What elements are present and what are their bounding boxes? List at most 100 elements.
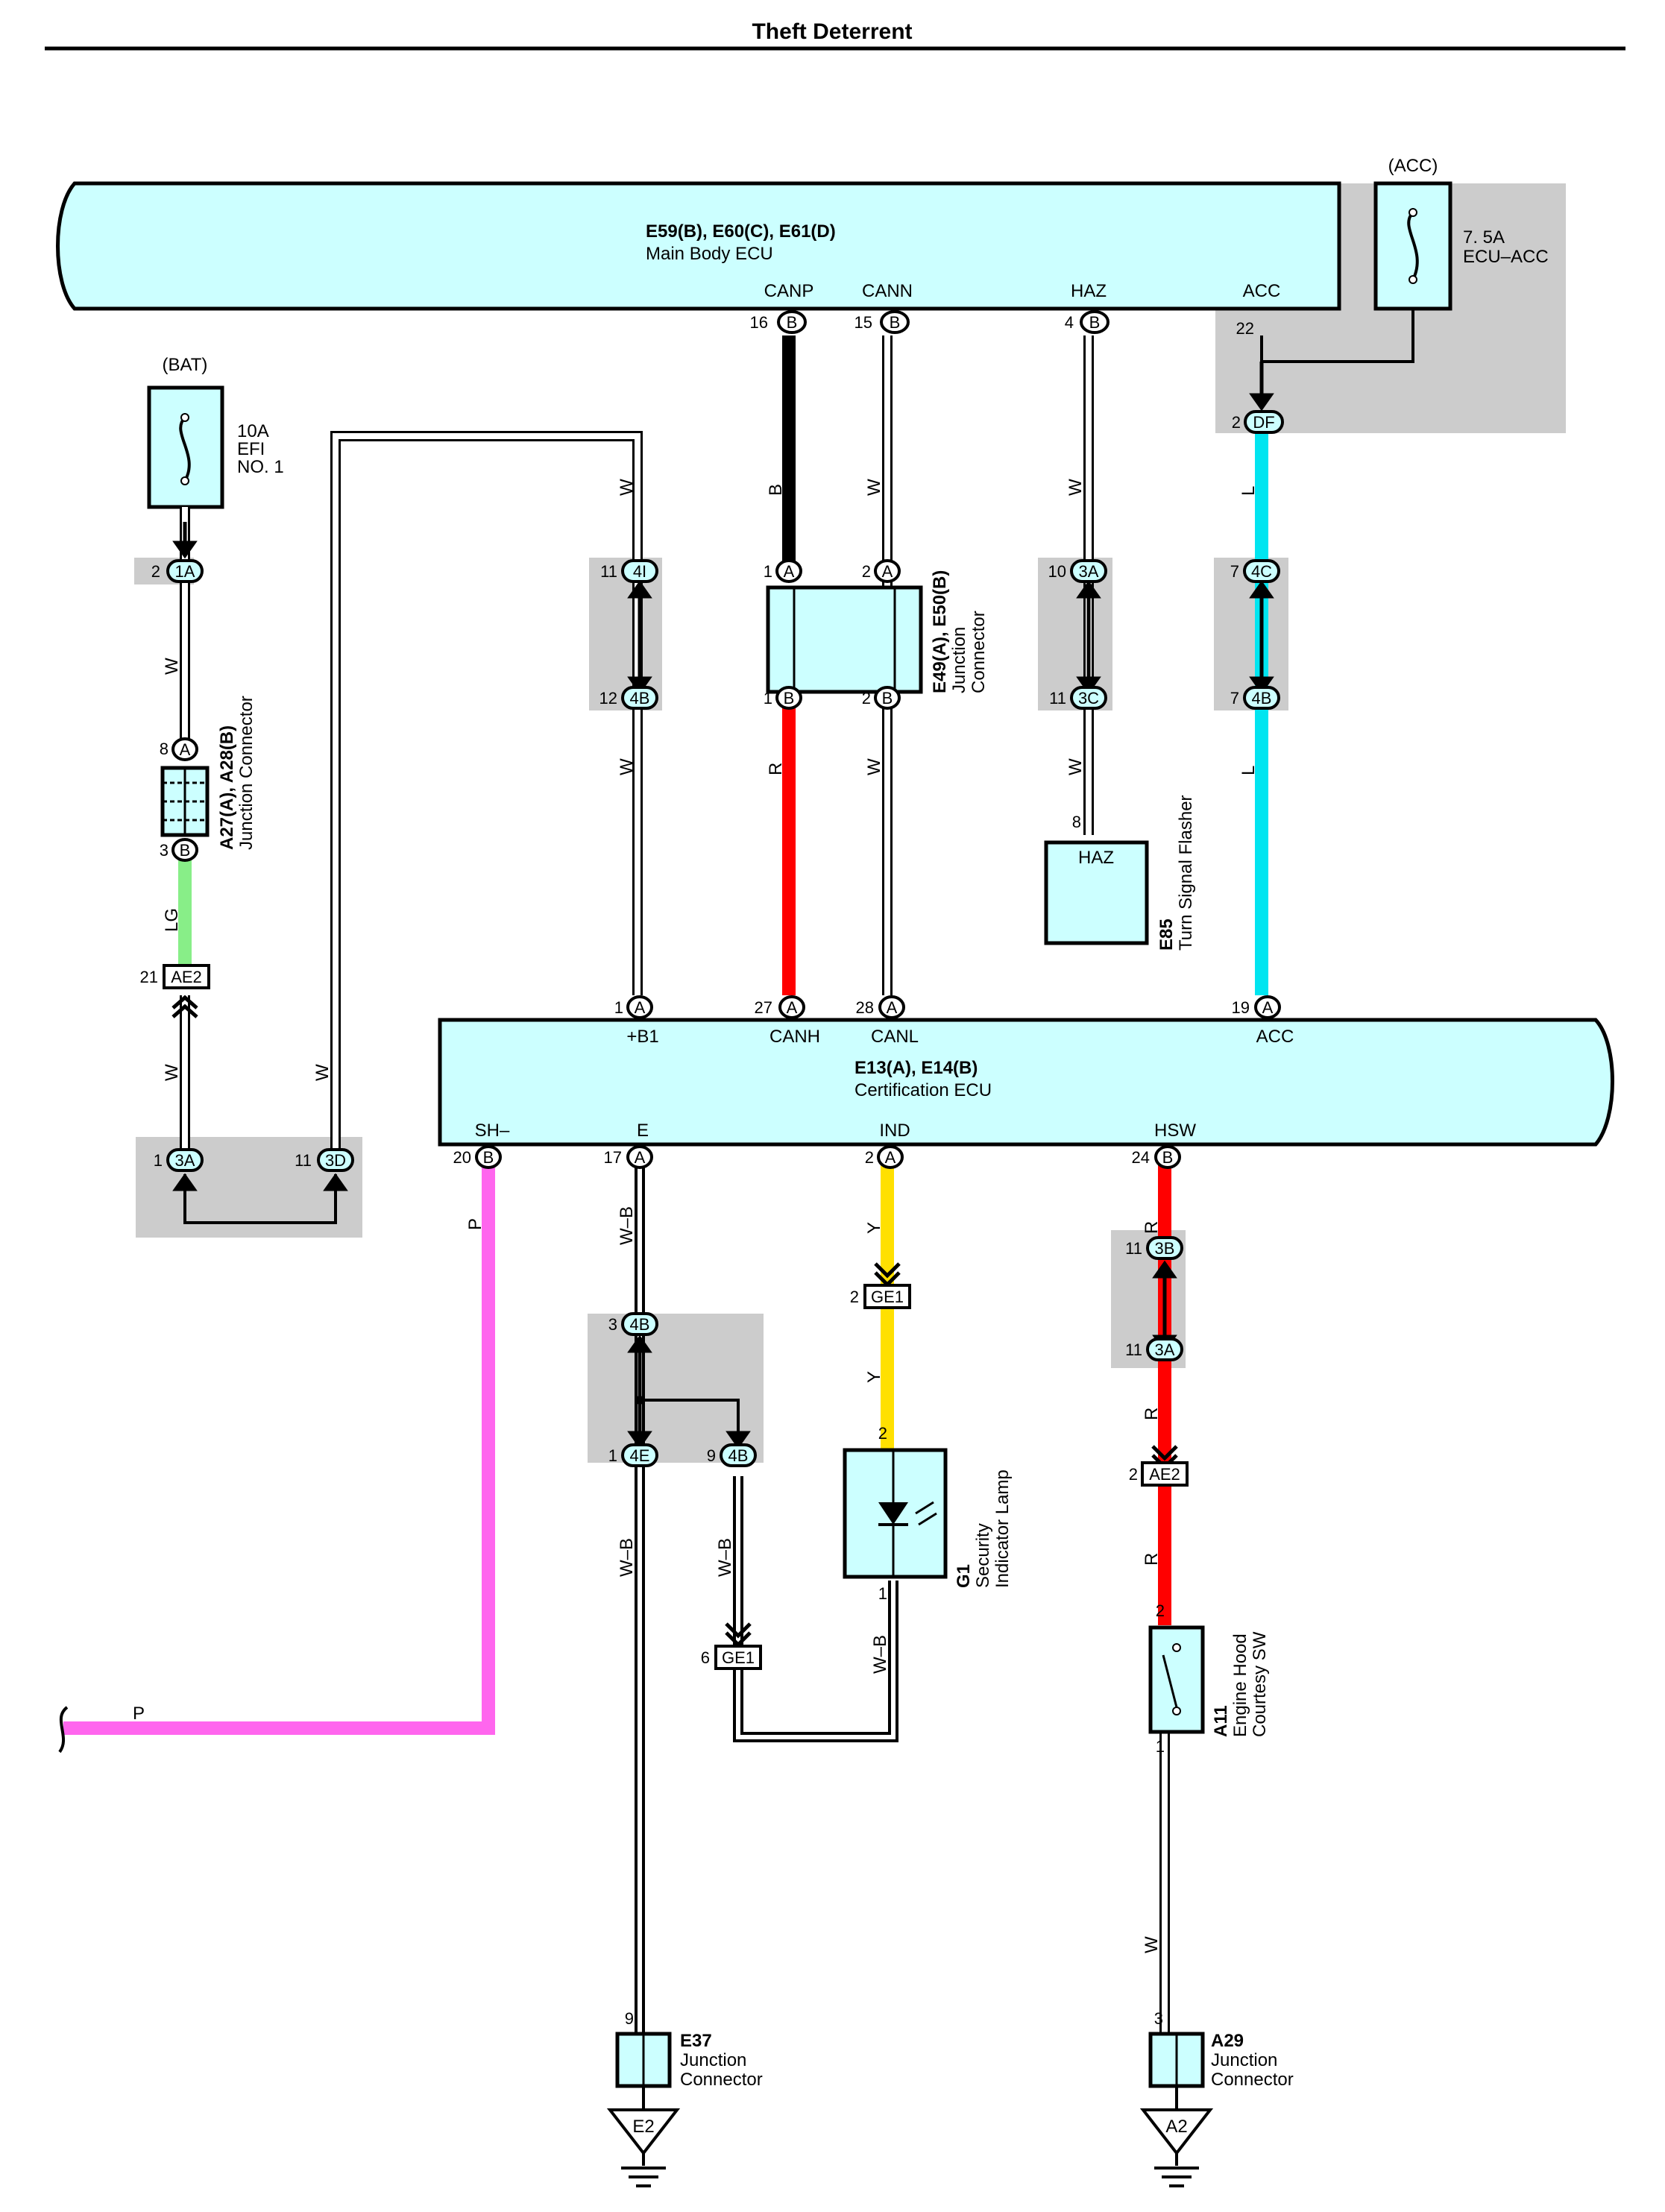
svg-text:W–B: W–B xyxy=(617,1538,637,1577)
svg-text:11: 11 xyxy=(600,562,617,581)
flasher-term: HAZ xyxy=(1078,848,1114,868)
svg-text:B: B xyxy=(1162,1148,1174,1167)
svg-text:W: W xyxy=(312,1064,333,1081)
svg-text:28: 28 xyxy=(856,998,874,1017)
svg-text:1A: 1A xyxy=(175,562,195,581)
conn-hsw-ae2: AE2 xyxy=(1141,1461,1189,1487)
junction-e49-code: E49(A), E50(B) xyxy=(930,570,950,693)
junction-e49-name2: Connector xyxy=(969,611,989,693)
svg-text:A: A xyxy=(887,998,898,1017)
svg-text:W: W xyxy=(1142,1936,1162,1953)
svg-text:A: A xyxy=(787,998,798,1017)
svg-text:3D: 3D xyxy=(325,1151,346,1170)
svg-text:2: 2 xyxy=(1232,413,1241,432)
svg-text:3: 3 xyxy=(608,1315,617,1334)
svg-text:4I: 4I xyxy=(633,562,646,581)
conn-e49-a1: A xyxy=(775,559,802,583)
conn-3a-hsw: 3A xyxy=(1146,1337,1183,1361)
e37-ground: E2 xyxy=(632,2117,654,2137)
svg-text:W: W xyxy=(864,758,884,775)
svg-text:B: B xyxy=(766,484,786,496)
conn-cert-27: A xyxy=(778,995,805,1019)
svg-text:4C: 4C xyxy=(1251,562,1272,581)
svg-text:3: 3 xyxy=(160,841,169,860)
svg-text:Y: Y xyxy=(864,1371,884,1383)
svg-text:7: 7 xyxy=(1230,562,1239,581)
cert-term-canh: CANH xyxy=(769,1027,820,1047)
hood-name2: Courtesy SW xyxy=(1250,1631,1270,1737)
svg-text:24: 24 xyxy=(1132,1148,1150,1167)
lamp-name1: Security xyxy=(973,1523,993,1588)
cert-term-hsw: HSW xyxy=(1154,1121,1196,1141)
conn-4i: 4I xyxy=(621,559,658,583)
svg-text:W: W xyxy=(162,658,182,675)
lamp-name2: Indicator Lamp xyxy=(992,1469,1013,1588)
conn-4b-plus: 4B xyxy=(621,686,658,710)
svg-text:3: 3 xyxy=(1154,2009,1163,2028)
svg-text:2: 2 xyxy=(865,1148,874,1167)
svg-text:2: 2 xyxy=(862,562,871,581)
svg-text:B: B xyxy=(787,313,798,332)
svg-text:4: 4 xyxy=(1065,313,1074,332)
svg-text:22: 22 xyxy=(1236,319,1254,338)
svg-text:19: 19 xyxy=(1232,998,1250,1017)
svg-text:7: 7 xyxy=(1230,689,1239,708)
svg-text:6: 6 xyxy=(701,1648,710,1667)
svg-text:2: 2 xyxy=(862,689,871,708)
svg-text:DF: DF xyxy=(1253,413,1274,432)
splice-backgrounds xyxy=(134,183,1566,1463)
svg-text:10: 10 xyxy=(1048,562,1066,581)
fuse-bat-rating: 10A xyxy=(237,421,269,441)
term-acc-top: ACC xyxy=(1243,281,1281,301)
svg-text:R: R xyxy=(1142,1221,1162,1234)
svg-text:2: 2 xyxy=(151,562,160,581)
conn-haz: B xyxy=(1080,310,1110,334)
svg-text:21: 21 xyxy=(140,968,158,986)
svg-text:P: P xyxy=(133,1704,145,1724)
cert-term-sh: SH– xyxy=(475,1121,510,1141)
svg-text:4E: 4E xyxy=(630,1446,650,1465)
svg-text:1: 1 xyxy=(764,689,772,708)
term-haz: HAZ xyxy=(1071,281,1107,301)
conn-3a-haz: 3A xyxy=(1070,559,1107,583)
svg-text:B: B xyxy=(1089,313,1101,332)
svg-text:1: 1 xyxy=(154,1151,163,1170)
svg-text:11: 11 xyxy=(295,1151,312,1170)
hood-code: A11 xyxy=(1211,1705,1231,1737)
lamp-code: G1 xyxy=(954,1564,974,1588)
conn-ge1-lamp: GE1 xyxy=(714,1645,762,1670)
fuse-bat-source: (BAT) xyxy=(163,355,208,375)
flasher-name: Turn Signal Flasher xyxy=(1176,795,1196,951)
svg-text:4B: 4B xyxy=(1252,689,1272,708)
svg-text:W–B: W–B xyxy=(617,1206,637,1245)
svg-text:2: 2 xyxy=(850,1288,859,1306)
svg-text:L: L xyxy=(1238,486,1259,496)
svg-text:11: 11 xyxy=(1125,1239,1142,1258)
svg-text:9: 9 xyxy=(625,2009,634,2028)
conn-e50-b1: B xyxy=(775,686,802,710)
svg-text:2: 2 xyxy=(1129,1465,1138,1484)
svg-text:B: B xyxy=(890,313,901,332)
svg-text:W: W xyxy=(864,479,884,496)
cert-term-acc: ACC xyxy=(1256,1027,1294,1047)
svg-text:R: R xyxy=(1142,1553,1162,1566)
svg-text:4B: 4B xyxy=(630,689,650,708)
svg-text:W: W xyxy=(1066,758,1086,775)
security-indicator-lamp: G1 Security Indicator Lamp xyxy=(843,1448,1013,1588)
svg-text:1: 1 xyxy=(614,998,623,1017)
svg-text:AE2: AE2 xyxy=(1149,1465,1180,1484)
fuse-acc-name: ECU–ACC xyxy=(1463,247,1549,267)
conn-4c: 4C xyxy=(1243,559,1280,583)
svg-text:3C: 3C xyxy=(1078,689,1099,708)
svg-text:9: 9 xyxy=(707,1446,716,1465)
term-cann: CANN xyxy=(862,281,913,301)
e37-name1: Junction xyxy=(680,2050,746,2070)
svg-text:W–B: W–B xyxy=(715,1538,735,1577)
conn-cert-24: B xyxy=(1154,1145,1181,1169)
main-body-ecu-code: E59(B), E60(C), E61(D) xyxy=(646,221,836,242)
a29-name1: Junction xyxy=(1211,2050,1277,2070)
wire-break-symbol xyxy=(58,1706,69,1753)
conn-cert-20: B xyxy=(475,1145,502,1169)
svg-text:W: W xyxy=(1066,479,1086,496)
fuse-acc-source: (ACC) xyxy=(1388,156,1438,176)
